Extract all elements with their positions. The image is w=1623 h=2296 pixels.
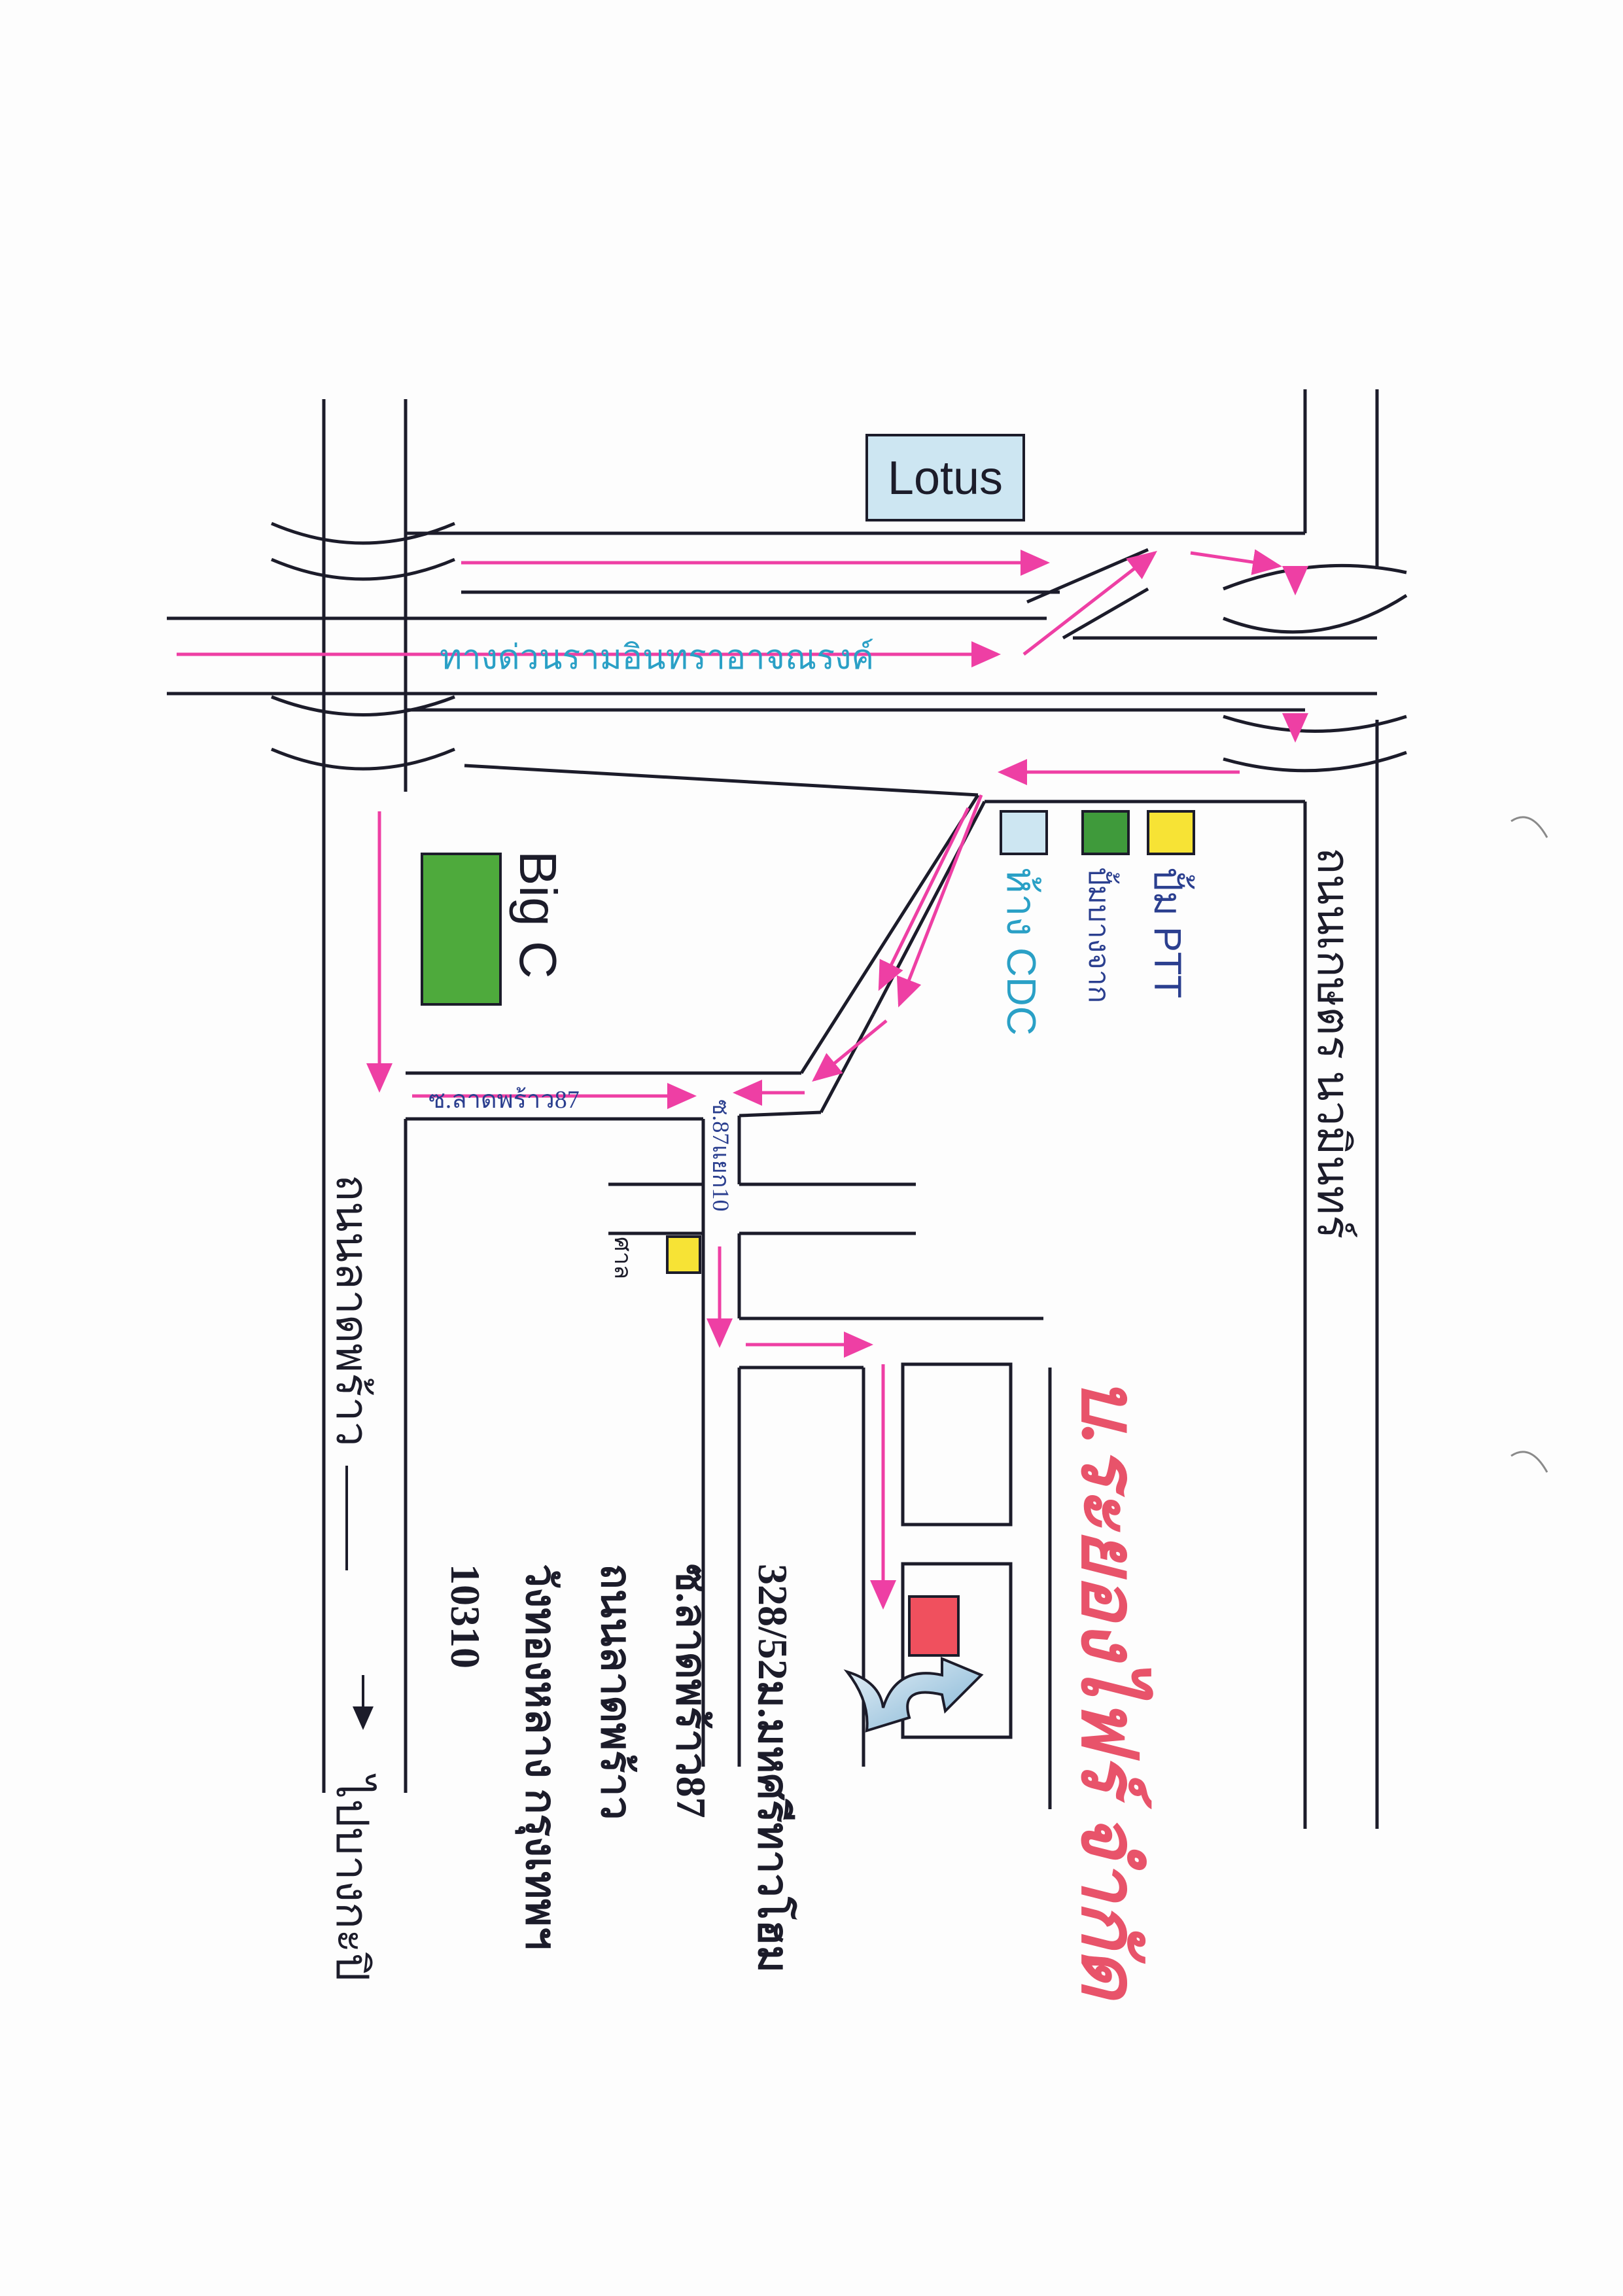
cdc-box [1000, 810, 1048, 855]
soi-87-yaek-10-label: ซ.87แยก10 [708, 1099, 734, 1212]
sala-label: ศาล [610, 1237, 636, 1279]
route-arrows [177, 549, 1308, 1610]
company-name: บ.ระยองไฟร์ จำกัด [1066, 1377, 1153, 2002]
destination-marker [908, 1595, 960, 1657]
company-address: 328/52ม.มหศรีทาวโฮม ซ.ลาดพร้าว87 ถนนลาดพ… [442, 1564, 798, 1973]
big-c-label: Big C [509, 851, 567, 979]
bangchak-box [1081, 810, 1130, 855]
ptt-label: ปั้ม PTT [1146, 867, 1195, 998]
big-c-box [421, 853, 502, 1006]
pointer-arrow-icon [843, 1657, 984, 1733]
address-line-2: ซ.ลาดพร้าว87 [668, 1564, 714, 1818]
expressway-label: ทางด่วนรามอินทราอาจณรงค์ [440, 639, 874, 677]
address-line-5: 10310 [442, 1564, 489, 1669]
address-line-1: 328/52ม.มหศรีทาวโฮม [750, 1564, 798, 1973]
ptt-box [1147, 810, 1195, 855]
address-line-3: ถนนลาดพร้าว [593, 1564, 639, 1820]
lat-phrao-road-label: ถนนลาดพร้าว [327, 1174, 377, 1447]
cdc-label: ห้าง CDC [998, 867, 1043, 1036]
kaset-nawamin-road-label: ถนนเกษตร นวมินทร์ [1308, 847, 1358, 1239]
to-bangkapi-label: ไปบางกะปิ [327, 1773, 377, 1981]
lotus-label: Lotus [888, 452, 1003, 504]
punch-hole-icon [1510, 1451, 1548, 1473]
bangchak-label: ปั้มบางจาก [1083, 867, 1120, 1003]
sala-box [666, 1235, 701, 1274]
soi-lat-phrao-87-label: ซ.ลาดพร้าว87 [428, 1086, 580, 1114]
address-line-4: วังทองหลาง กรุงเทพฯ [515, 1564, 564, 1950]
punch-hole-icon [1510, 816, 1548, 838]
lotus-box [865, 434, 1025, 521]
